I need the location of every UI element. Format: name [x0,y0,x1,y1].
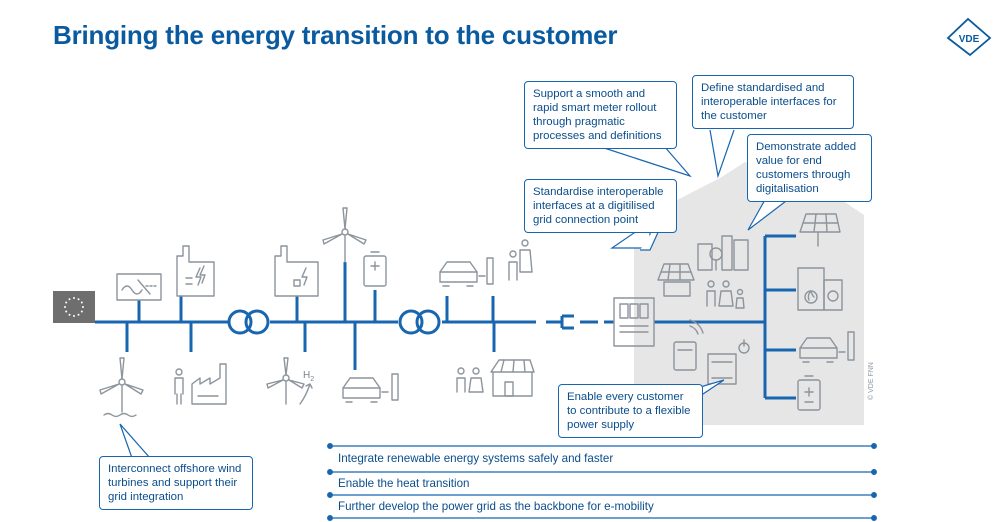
power-plant-icon [176,245,215,297]
callout-added-value: Demonstrate added value for end customer… [747,134,872,202]
inverter-icon [116,273,162,301]
rooftop-solar-icon [657,263,695,297]
family-solar-house-icon [456,359,535,397]
solar-panel-icon [799,213,841,247]
electric-car-icon [342,373,399,403]
callout-flexible-supply: Enable every customer to contribute to a… [558,384,703,438]
electric-car-icon [439,257,494,287]
smart-meter-cabinet-icon [613,297,655,347]
copyright-credit: © VDE FNN [868,362,875,400]
battery-icon [363,251,387,287]
callout-pointers [119,129,791,459]
h2-label: H2 [303,370,314,383]
power-plant-icon [274,245,319,297]
offshore-wind-icon [99,357,144,418]
people-icon [508,239,533,281]
control-unit-icon [707,339,750,385]
wind-turbine-icon [322,207,367,263]
bottom-bars [327,443,877,521]
family-icon [706,280,745,309]
transformer-2 [398,309,441,335]
transformer-1 [227,309,270,335]
electric-car-icon [799,331,855,363]
callout-smart-meter: Support a smooth and rapid smart meter r… [524,81,677,149]
bar-label-emobility: Further develop the power grid as the ba… [338,500,654,513]
bar-label-heat: Enable the heat transition [338,477,470,490]
router-icon [673,319,704,371]
bar-label-renewables: Integrate renewable energy systems safel… [338,452,614,465]
city-buildings-icon [697,235,749,271]
vde-logo: VDE [946,17,992,57]
eu-flag [53,291,95,323]
industry-icon [174,363,227,405]
grid-switch [560,314,574,330]
grid-line [95,234,796,400]
callout-offshore: Interconnect offshore wind turbines and … [99,456,253,510]
page-title: Bringing the energy transition to the cu… [53,20,618,50]
hydrogen-wind-icon [266,357,313,405]
heat-pump-icon [797,267,843,311]
vde-logo-text: VDE [959,34,980,45]
callout-grid-connection: Standardise interoperable interfaces at … [524,179,677,233]
house-shape [634,162,864,425]
callout-interfaces-customer: Define standardised and interoperable in… [692,75,854,129]
home-battery-icon [797,375,821,411]
